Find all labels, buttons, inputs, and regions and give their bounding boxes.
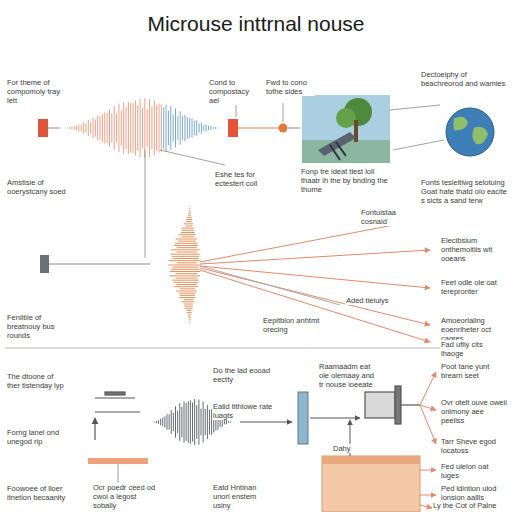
note-label: Do the lad eooad eectty: [212, 366, 274, 384]
leader-line: [390, 105, 440, 110]
note-label: The dtoone of ther tistenday lyp: [6, 372, 68, 390]
note-label: Elecibsium onthemoitiis wit ooeans: [440, 236, 508, 263]
waveforms: [60, 98, 235, 445]
note-label: Amstisie of ooerystcany soed: [6, 178, 68, 196]
note-label: Aded tieiuiys: [345, 296, 395, 305]
note-label: Raamaadm eat ole olemaay and tr nouse io…: [318, 362, 380, 389]
leader-line: [160, 150, 225, 165]
wire: [288, 128, 300, 129]
grey-block: [40, 255, 49, 273]
arrow: [240, 422, 292, 423]
leader-line: [393, 140, 444, 150]
leader-line: [283, 103, 284, 122]
fan-lines: [200, 220, 430, 342]
note-label: Fed ulelon oat luges: [440, 462, 508, 480]
note-label: Fontuistaa cosnaid: [360, 208, 420, 226]
note-label: Fonp tre ideat tlest loll thaatr ih the …: [300, 167, 396, 194]
node-dot: [279, 124, 288, 133]
note-label: Dectoeiphy of beachreorod and wamies: [420, 70, 508, 88]
arrow: [310, 418, 360, 419]
bottom-symbol: [95, 392, 140, 440]
note-label: Eatd Hntinan unorl enstem usiny: [212, 483, 274, 510]
wire: [49, 264, 150, 265]
blue-plate: [298, 392, 308, 444]
red-block: [38, 119, 48, 137]
note-label: Ly the Cot of Palne: [432, 501, 508, 510]
note-label: Foowoee of lloer itnetion becaanity: [6, 484, 76, 502]
leader-line: [236, 103, 237, 117]
tree-picture: [302, 95, 390, 163]
orange-block-top: [322, 456, 420, 464]
note-label: Feniitiie of breatnouy bus rounds: [6, 313, 68, 340]
note-label: Forng lanel ond unegod rip: [6, 428, 68, 446]
leader-line: [145, 150, 146, 258]
leader-line: [48, 128, 60, 129]
note-label: Fad ufliy cits lhaoge: [440, 340, 508, 358]
gear-unit: [365, 386, 420, 424]
note-label: Poot tane yunt brearn seet: [440, 362, 508, 380]
note-label: Amoeorlaling eoenriheter oct cagres: [440, 316, 508, 343]
note-label: Cond to compostacy ael: [208, 78, 262, 105]
orange-block: [322, 456, 420, 512]
note-label: Ped ldintion ulod lonsion aallls: [440, 484, 508, 502]
note-label: Fwd to cono tothe sides: [265, 78, 315, 96]
note-label: Eepitblon anhtmt orecing: [262, 316, 324, 334]
wire: [238, 127, 280, 128]
note-label: Ocr poedr ceed od cwoi a legost sobally: [92, 483, 162, 510]
title: Microuse inttrnal nouse: [0, 12, 512, 36]
note-label: Ealid tithlowe rate luagts: [212, 402, 274, 420]
globe: [446, 108, 494, 156]
note-label: Tarr Sheve egod locatoss: [440, 437, 508, 455]
note-label: Feet odle ole oat terepronter: [440, 278, 508, 296]
note-label: Ovr otelt ouve oweii onlmony aee peeliss: [440, 398, 508, 425]
note-label: For theme of compomoly tray lett: [6, 78, 68, 105]
separator: [5, 348, 507, 349]
out-lines: [420, 372, 436, 508]
red-block: [228, 119, 238, 137]
note-label: Eshe tes for ectestert coll: [214, 170, 276, 188]
note-label: Dahy: [332, 444, 360, 453]
orange-bar: [88, 458, 148, 464]
note-label: Fonts tesieltiwg selotuing Goat hate tha…: [420, 178, 508, 205]
